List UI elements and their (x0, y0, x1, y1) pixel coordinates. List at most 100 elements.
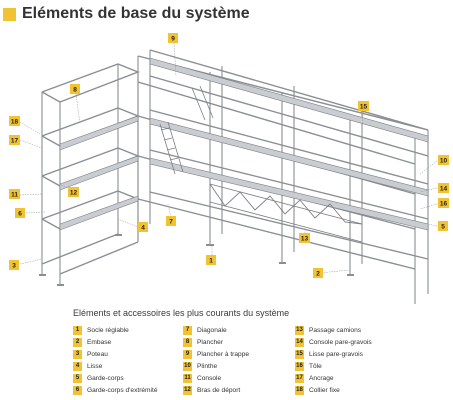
svg-text:17: 17 (11, 138, 19, 145)
legend-number: 1 (73, 325, 82, 335)
legend-label: Collier fixe (309, 386, 340, 394)
legend-label: Plinthe (197, 362, 218, 370)
callout-2: 2 (313, 268, 323, 278)
main-ledgers (137, 49, 429, 270)
legend-label: Diagonale (197, 326, 227, 334)
callout-14: 14 (438, 183, 449, 193)
title-row: Eléments de base du système (3, 4, 250, 24)
ladder (159, 85, 214, 175)
svg-text:12: 12 (70, 190, 78, 197)
base-plates (39, 234, 354, 286)
svg-text:1: 1 (209, 258, 213, 265)
legend-item: 14 Console pare-gravois (295, 337, 372, 347)
deck-top (149, 57, 429, 143)
legend-title: Eléments et accessoires les plus courant… (73, 308, 290, 318)
legend-label: Embase (87, 338, 112, 346)
legend-item: 3 Poteau (73, 349, 108, 359)
legend-number: 10 (183, 361, 192, 371)
callout-18: 18 (9, 116, 20, 126)
svg-text:3: 3 (12, 263, 16, 270)
callout-10: 10 (438, 155, 449, 165)
callout-11: 11 (9, 189, 20, 199)
callout-1: 1 (206, 255, 216, 265)
legend-item: 18 Collier fixe (295, 385, 340, 395)
svg-text:10: 10 (440, 158, 448, 165)
legend-label: Poteau (87, 350, 108, 358)
legend-label: Plancher (197, 338, 224, 346)
legend-number: 5 (73, 373, 82, 383)
deck-3 (149, 157, 429, 231)
legend-item: 16 Tôle (295, 361, 322, 371)
deck-left-3 (59, 155, 139, 191)
legend-label: Ancrage (309, 374, 334, 382)
svg-text:2: 2 (316, 271, 320, 278)
callout-4: 4 (138, 222, 148, 232)
legend-number: 12 (183, 385, 192, 395)
svg-text:9: 9 (171, 36, 175, 43)
legend-label: Passage camions (309, 326, 362, 334)
callout-12: 12 (68, 187, 79, 197)
legend-number: 16 (295, 361, 304, 371)
legend-item: 17 Ancrage (295, 373, 334, 383)
callout-13: 13 (299, 233, 310, 243)
callouts: 9 8 18 17 11 12 6 3 4 7 1 15 10 14 16 5 … (9, 33, 449, 278)
svg-text:7: 7 (169, 219, 173, 226)
callout-8: 8 (70, 84, 80, 94)
legend-label: Tôle (309, 362, 322, 370)
legend-label: Socle réglable (87, 326, 129, 334)
svg-text:5: 5 (441, 224, 445, 231)
legend-number: 15 (295, 349, 304, 359)
legend-number: 8 (183, 337, 192, 347)
left-wing-ledgers (41, 63, 140, 275)
scaffold-diagram: 9 8 18 17 11 12 6 3 4 7 1 15 10 14 16 5 … (9, 33, 449, 304)
callout-17: 17 (9, 135, 20, 145)
deck-left-4 (59, 195, 139, 231)
legend-item: 13 Passage camions (295, 325, 361, 335)
svg-text:4: 4 (141, 225, 145, 232)
legend-label: Bras de déport (197, 386, 241, 394)
svg-text:13: 13 (301, 236, 309, 243)
callout-5: 5 (438, 221, 448, 231)
callout-7: 7 (166, 216, 176, 226)
legend-item: 6 Garde-corps d'extrémité (73, 385, 158, 395)
title-marker (3, 7, 16, 21)
legend-item: 8 Plancher (183, 337, 223, 347)
svg-text:18: 18 (11, 119, 19, 126)
page-title: Eléments de base du système (22, 5, 250, 22)
deck-left-2 (59, 115, 139, 151)
callout-3: 3 (9, 260, 19, 270)
svg-text:16: 16 (440, 201, 448, 208)
legend-label: Lisse pare-gravois (309, 350, 363, 358)
legend-number: 18 (295, 385, 304, 395)
legend-label: Console pare-gravois (309, 338, 372, 346)
svg-text:11: 11 (11, 192, 18, 199)
svg-text:14: 14 (440, 186, 448, 193)
legend-number: 6 (73, 385, 82, 395)
legend-item: 15 Lisse pare-gravois (295, 349, 363, 359)
legend-number: 4 (73, 361, 82, 371)
legend-label: Plancher à trappe (197, 350, 250, 358)
truss (209, 183, 363, 243)
callout-15: 15 (358, 101, 369, 111)
legend-number: 13 (295, 325, 304, 335)
legend-item: 4 Lisse (73, 361, 102, 371)
legend-number: 9 (183, 349, 192, 359)
legend-label: Console (197, 374, 222, 382)
callout-16: 16 (438, 198, 449, 208)
legend-label: Garde-corps d'extrémité (87, 386, 158, 394)
callout-9: 9 (168, 33, 178, 43)
callout-6: 6 (15, 208, 25, 218)
legend-label: Lisse (87, 362, 103, 370)
svg-text:6: 6 (18, 211, 22, 218)
legend-number: 17 (295, 373, 304, 383)
legend-number: 3 (73, 349, 82, 359)
legend-number: 14 (295, 337, 304, 347)
legend-item: 10 Plinthe (183, 361, 217, 371)
legend-item: 9 Plancher à trappe (183, 349, 249, 359)
deck-2 (149, 117, 429, 197)
